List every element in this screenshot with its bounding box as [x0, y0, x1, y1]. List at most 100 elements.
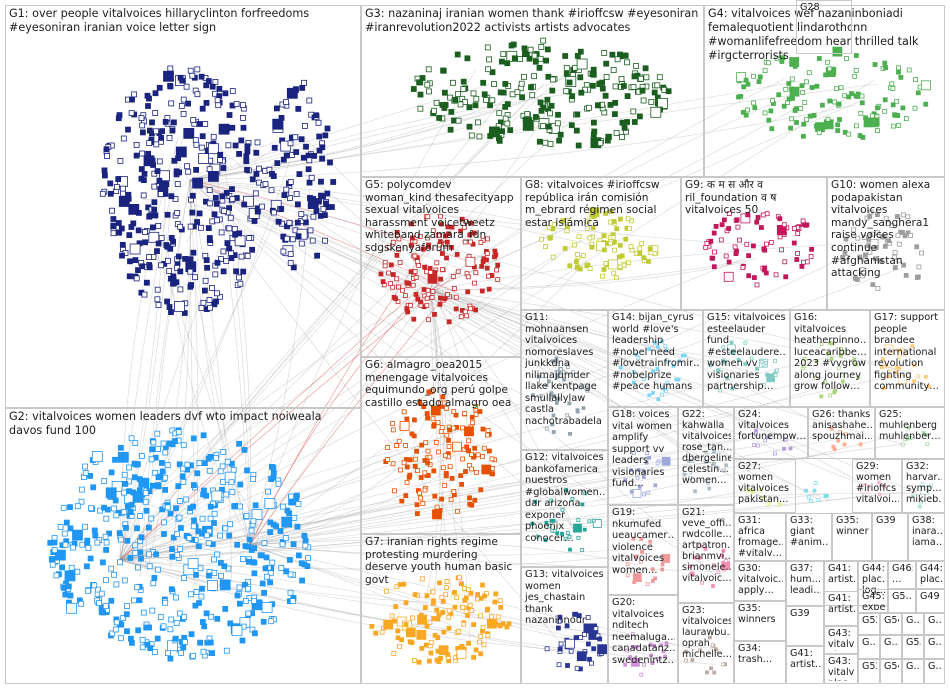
edge: [249, 452, 462, 546]
group-panel-g5[interactable]: G5: polycomdev woman_kind thesafecityapp…: [361, 177, 521, 357]
node-avatar: [544, 46, 551, 53]
group-panel-g15[interactable]: G15: vitalvoices esteelauder fund #estee…: [703, 310, 790, 407]
edge: [119, 371, 914, 561]
group-panel-g14[interactable]: G14: bijan_cyrus world #love's leadershi…: [608, 310, 703, 407]
node-avatar: [153, 551, 160, 558]
group-panel-g34[interactable]: G34: trash…: [734, 641, 786, 684]
node-avatar: [64, 570, 76, 582]
group-panel-g20[interactable]: G20: vitalvoices nditech neemaluga… cana…: [608, 595, 678, 684]
group-panel-g33[interactable]: G33: giant #anim…: [786, 513, 832, 561]
group-panel-g19[interactable]: G19: nkumufed ueaucamer… violence vitalv…: [608, 505, 678, 595]
node-avatar: [167, 626, 174, 633]
group-panel-g12[interactable]: G12: vitalvoices bankofamerica nuestros …: [521, 450, 608, 567]
group-panel-g26[interactable]: G26: thanks anisashahe… spouzhmai…: [808, 407, 875, 459]
group-panel-g11[interactable]: G11: mohnaansen vitalvoices nomoreslaves…: [521, 310, 608, 450]
node-avatar: [316, 147, 323, 154]
group-panel-gs10[interactable]: G54: [880, 659, 902, 684]
group-panel-gs6[interactable]: G…: [880, 635, 902, 659]
group-panel-gs7[interactable]: G5…: [902, 635, 924, 659]
group-panel-g6[interactable]: G6: almagro_oea2015 menengage vitalvoice…: [361, 357, 521, 534]
node-avatar: [237, 280, 244, 287]
group-panel-g29[interactable]: G29: women #irioffcs vitalvoi…: [852, 459, 902, 513]
group-panel-gs8[interactable]: G…: [924, 635, 945, 659]
group-panel-g36[interactable]: G35: winners: [832, 513, 872, 561]
node-avatar: [308, 174, 315, 181]
node-avatar: [529, 92, 536, 99]
group-panel-g24[interactable]: G24: vitalvoices fortunempw…: [734, 407, 808, 459]
group-panel-g37[interactable]: G37: hum… leadi…: [786, 561, 824, 606]
group-panel-g41[interactable]: G41: artist…: [786, 646, 824, 684]
node-avatar: [259, 580, 266, 587]
group-panel-g38[interactable]: G38: inara… iama…: [908, 513, 945, 561]
group-panel-g44b[interactable]: G44: plac… log…: [916, 561, 945, 589]
node-avatar: [859, 100, 865, 106]
group-panel-g3[interactable]: G3: nazaninaj iranian women thank #iriof…: [361, 5, 704, 177]
node-avatar: [158, 459, 165, 466]
group-panel-g47[interactable]: G45: expe…: [858, 589, 888, 613]
node-avatar: [110, 216, 117, 222]
group-panel-gs12[interactable]: G…: [924, 659, 945, 684]
group-panel-g49[interactable]: G46: …: [888, 561, 916, 589]
node-avatar: [511, 55, 518, 62]
group-panel-gs4[interactable]: G…: [924, 613, 945, 635]
group-panel-g18[interactable]: G18: voices vital women amplify support …: [608, 407, 678, 505]
node-avatar: [825, 493, 829, 498]
edge: [249, 492, 916, 546]
node-avatar: [177, 223, 184, 230]
group-label: G…: [928, 637, 942, 648]
node-avatar: [214, 97, 221, 104]
group-panel-g22[interactable]: G22: kahwalla vitalvoices rose_tan… dber…: [678, 407, 734, 505]
group-panel-g28[interactable]: G28: [796, 0, 852, 54]
node-avatar: [495, 277, 501, 282]
node-avatar: [152, 90, 159, 97]
node-avatar: [180, 442, 187, 449]
group-panel-gs9[interactable]: G52: [858, 659, 880, 684]
group-panel-g1[interactable]: G1: over people vitalvoices hillaryclint…: [5, 5, 361, 408]
edge: [119, 108, 585, 561]
node-avatar: [502, 104, 509, 110]
group-panel-gs5[interactable]: G…: [858, 635, 880, 659]
group-panel-g17[interactable]: G17: support people brandee internationa…: [870, 310, 945, 407]
edge: [189, 179, 918, 494]
group-panel-gs1[interactable]: G52: [858, 613, 880, 635]
group-panel-g35[interactable]: G35: winners: [734, 601, 786, 641]
group-panel-g9[interactable]: G9: क म स और व ril_foundation व ष vitalv…: [681, 177, 827, 310]
group-panel-g10[interactable]: G10: women alexa podapakistan vitalvoice…: [827, 177, 945, 310]
group-panel-g39[interactable]: G39: [872, 513, 908, 561]
group-panel-g32[interactable]: G32: harvar… symp… mikieb…: [902, 459, 945, 513]
node-avatar: [82, 469, 89, 476]
group-panel-g31[interactable]: G31: africa fromage… #vitalv…: [734, 513, 786, 561]
group-panel-g42[interactable]: G41: artist…: [824, 591, 858, 626]
group-panel-g21[interactable]: G21: veve_offi… rwdcolle… artpatron… bri…: [678, 505, 734, 603]
node-avatar: [225, 142, 232, 149]
node-avatar: [242, 598, 249, 604]
group-panel-g7[interactable]: G7: iranian rights regime protesting mur…: [361, 534, 521, 684]
group-panel-g27[interactable]: G27: women vitalvoices pakistan…: [734, 459, 796, 513]
group-panel-g46[interactable]: G43: vitalv… plac…: [824, 626, 858, 654]
group-panel-gs2[interactable]: G54: [880, 613, 902, 635]
group-panel-g30[interactable]: G30: vitalvoic… apply…: [734, 561, 786, 601]
group-panel-g13[interactable]: G13: vitalvoices women jes_chastain than…: [521, 567, 608, 684]
node-avatar: [476, 133, 483, 140]
node-avatar: [252, 190, 259, 197]
group-panel-gs3[interactable]: G…: [902, 613, 924, 635]
edge: [189, 179, 715, 576]
group-panel-g2[interactable]: G2: vitalvoices women leaders dvf wto im…: [5, 408, 361, 684]
node-avatar: [161, 531, 167, 537]
group-panel-g40[interactable]: G39: [786, 606, 824, 646]
group-panel-g23[interactable]: G23: vitalvoices laurawbu… oprah michell…: [678, 603, 734, 684]
group-panel-g45[interactable]: G43: vitalv… plac…: [824, 654, 858, 684]
group-panel-g52[interactable]: G49: [916, 589, 945, 613]
node-avatar: [178, 650, 185, 656]
node-avatar: [200, 299, 207, 306]
group-panel-g54[interactable]: G5…: [888, 589, 916, 613]
node-avatar: [149, 607, 156, 614]
node-avatar: [547, 141, 554, 147]
group-panel-g16[interactable]: G16: vitalvoices heatherpinno… luceacari…: [790, 310, 870, 407]
node-avatar: [811, 113, 817, 118]
group-panel-g25[interactable]: G25: muhlenberg muhlenber…: [875, 407, 945, 459]
node-avatar: [540, 123, 546, 129]
group-panel-g8[interactable]: G8: vitalvoices #irioffcsw república irá…: [521, 177, 681, 310]
group-panel-gs11[interactable]: G…: [902, 659, 924, 684]
node-avatar: [154, 635, 161, 642]
